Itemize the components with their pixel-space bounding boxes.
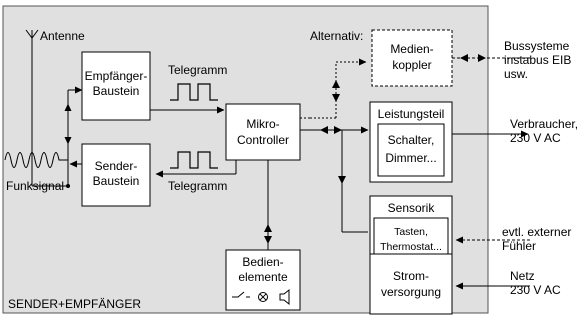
telegramm-label-bottom: Telegramm: [168, 179, 227, 193]
sender-label-2: Baustein: [93, 174, 140, 188]
verbraucher-label-2: 230 V AC: [510, 131, 561, 145]
mikro-controller-block: [225, 103, 301, 161]
switch-icon: [232, 291, 250, 298]
leistungsteil-line2: Dimmer...: [385, 151, 436, 165]
medienkoppler-label-2: koppler: [392, 58, 431, 72]
funksignal-label: Funksignal: [6, 179, 64, 193]
bus-label-2: instabus EIB: [504, 53, 571, 67]
fuehler-label-2: Fühler: [502, 239, 536, 253]
sender-label-1: Sender-: [95, 159, 138, 173]
verbraucher-label-1: Verbraucher,: [510, 117, 578, 131]
strom-label-1: Strom-: [393, 269, 429, 283]
medienkoppler-label-1: Medien-: [390, 42, 433, 56]
bedien-label-1: Bedien-: [242, 255, 283, 269]
radio-wave-icon: [4, 152, 68, 168]
fuehler-label-1: evtl. externer: [502, 225, 571, 239]
telegram-pulse-bottom: [170, 151, 218, 169]
panel-caption: SENDER+EMPFÄNGER: [8, 297, 141, 311]
bedien-label-2: elemente: [238, 270, 288, 284]
lamp-icon: [258, 292, 268, 302]
bus-label-1: Bussysteme: [504, 39, 570, 53]
medienkoppler-block: [371, 29, 453, 87]
antenna-label: Antenne: [40, 29, 85, 43]
mikro-label-1: Mikro-: [246, 117, 279, 131]
leistungsteil-title: Leistungsteil: [378, 107, 445, 121]
speaker-icon: [279, 288, 290, 306]
sensorik-title: Sensorik: [388, 201, 436, 215]
leistungsteil-block: [369, 101, 453, 183]
leistungsteil-line1: Schalter,: [388, 133, 435, 147]
bus-label-3: usw.: [504, 67, 528, 81]
stromversorgung-block: [369, 253, 453, 315]
empfaenger-label-1: Empfänger-: [85, 69, 148, 83]
telegram-pulse-top: [170, 83, 218, 101]
sensorik-line1: Tasten,: [394, 226, 428, 238]
sender-baustein-block: [81, 143, 151, 207]
alternativ-label: Alternativ:: [310, 29, 363, 43]
telegramm-label-top: Telegramm: [168, 63, 227, 77]
netz-label-2: 230 V AC: [510, 283, 561, 297]
bedienelemente-block: [225, 249, 301, 311]
sensorik-line2: Thermostat...: [380, 241, 442, 253]
empfaenger-baustein-block: [81, 51, 151, 121]
netz-label-1: Netz: [510, 269, 535, 283]
strom-label-2: versorgung: [381, 285, 441, 299]
empfaenger-label-2: Baustein: [93, 84, 140, 98]
mikro-label-2: Controller: [237, 133, 289, 147]
sensorik-block: [369, 195, 453, 265]
